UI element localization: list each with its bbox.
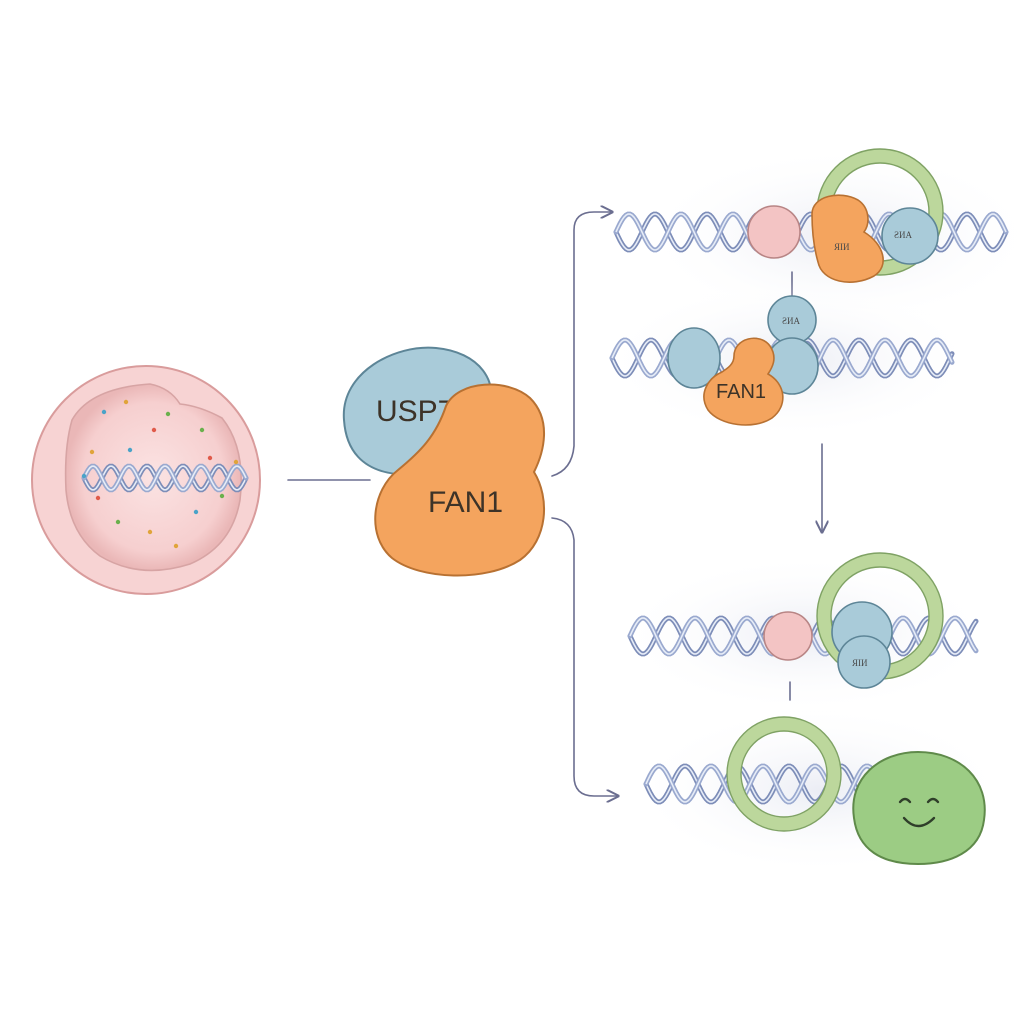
cell-particle [193, 509, 199, 515]
cell-particle [165, 411, 171, 417]
ubiquitin-ring-outline [726, 716, 842, 832]
cell-particle [219, 493, 225, 499]
nick-site [763, 611, 813, 661]
ubiquitin-ring [727, 717, 841, 831]
fan1-label: FAN1 [716, 381, 766, 403]
smiley-right-eye [926, 797, 940, 804]
cell-particle [233, 459, 239, 465]
panel-4-repair-complete [630, 704, 1010, 876]
dna-strand-highlight [645, 765, 879, 803]
cell-particle [95, 495, 101, 501]
cell-particle [81, 473, 87, 479]
smiley-face-icon [852, 750, 986, 866]
nick-site [747, 205, 801, 259]
faint-label: ƧИA [894, 230, 913, 240]
faint-label: ЯІИ [834, 242, 850, 252]
cell-particle [115, 519, 121, 525]
ubiquitin-ring-inline [740, 730, 828, 818]
cell-particle [151, 427, 157, 433]
usp7-subunit [837, 635, 891, 689]
dna-strand-highlight [615, 213, 1007, 251]
faint-label: ЯІИ [852, 658, 868, 668]
smiley-blob [852, 750, 986, 866]
branch-arrow-bottom [551, 517, 618, 796]
fan1-blob [703, 337, 784, 426]
cell [31, 365, 261, 595]
cell-particles [81, 399, 239, 549]
panel-2-fan1-usp7-on-dna: FAN1 ƧИA [600, 280, 980, 440]
dna-strand-highlight [83, 465, 247, 491]
panel-3-ring-reassembly: ЯІИ [616, 552, 996, 714]
cell-particle [127, 447, 133, 453]
branch-arrow-top [551, 212, 612, 477]
usp7-subunit [881, 207, 939, 265]
dna-strand-highlight [83, 465, 247, 491]
fan1-blob [811, 194, 884, 283]
cell-particle [207, 455, 213, 461]
cell-particle [101, 409, 107, 415]
fan1-label: FAN1 [428, 486, 503, 519]
cell-particle [123, 399, 129, 405]
fan1-blob [374, 383, 545, 577]
cell-particle [173, 543, 179, 549]
usp7-subunit [667, 327, 721, 389]
faint-label: ƧИA [782, 316, 801, 326]
cell-particle [147, 529, 153, 535]
dna-helix-icon [81, 463, 249, 493]
smiley-left-eye [898, 797, 912, 804]
cell-particle [89, 449, 95, 455]
smiley-mouth [902, 816, 936, 828]
usp7-fan1-complex: USP7 FAN1 [342, 346, 545, 577]
panel-1-fan1-ring-binding: ЯІИ ƧИA [613, 146, 1024, 326]
cell-particle [199, 427, 205, 433]
